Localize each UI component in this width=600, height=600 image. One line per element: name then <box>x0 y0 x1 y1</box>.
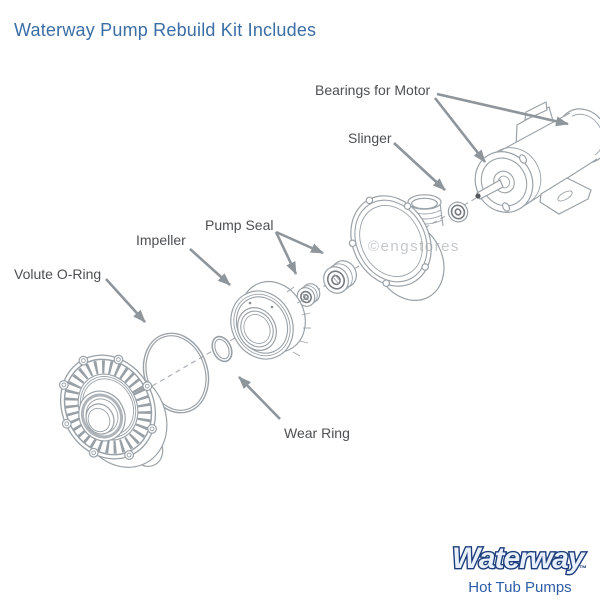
motor-shaft-tip <box>475 193 481 199</box>
pump-seal-seat-drawing <box>323 260 357 294</box>
waterway-logo-text: Waterway <box>452 542 586 575</box>
page-title: Waterway Pump Rebuild Kit Includes <box>14 20 317 40</box>
arrow-pump-seal-rotary <box>274 231 298 275</box>
waterway-logo: Waterway ™ Hot Tub Pumps <box>450 541 590 596</box>
motor-drawing <box>474 101 600 215</box>
impeller-drawing <box>230 281 311 360</box>
arrow-volute-oring <box>105 278 146 323</box>
label-bearings-for-motor: Bearings for Motor <box>315 82 430 98</box>
label-wear-ring: Wear Ring <box>284 425 350 441</box>
pump-seal-rotary-drawing <box>296 283 321 307</box>
arrow-bearings-rear <box>436 92 569 127</box>
arrow-wear-ring <box>238 376 281 420</box>
label-volute-oring: Volute O-Ring <box>14 266 101 282</box>
callout-arrows <box>105 92 569 420</box>
waterway-logo-wordmark: Waterway ™ <box>451 541 589 577</box>
slinger-drawing <box>447 201 469 223</box>
pump-housing-drawing <box>348 194 445 301</box>
trademark-icon: ™ <box>579 564 587 573</box>
wear-ring-drawing <box>211 335 233 363</box>
label-slinger: Slinger <box>348 130 392 146</box>
arrow-bearings-front <box>433 97 487 163</box>
label-pump-seal: Pump Seal <box>205 217 273 233</box>
watermark-text: ©engstores <box>368 238 460 255</box>
arrow-impeller <box>189 248 231 286</box>
arrow-slinger <box>393 142 446 191</box>
label-impeller: Impeller <box>136 232 186 248</box>
volute-front-drawing <box>58 354 168 468</box>
logo-tagline: Hot Tub Pumps <box>468 579 572 596</box>
arrow-pump-seal-seat <box>275 230 324 255</box>
